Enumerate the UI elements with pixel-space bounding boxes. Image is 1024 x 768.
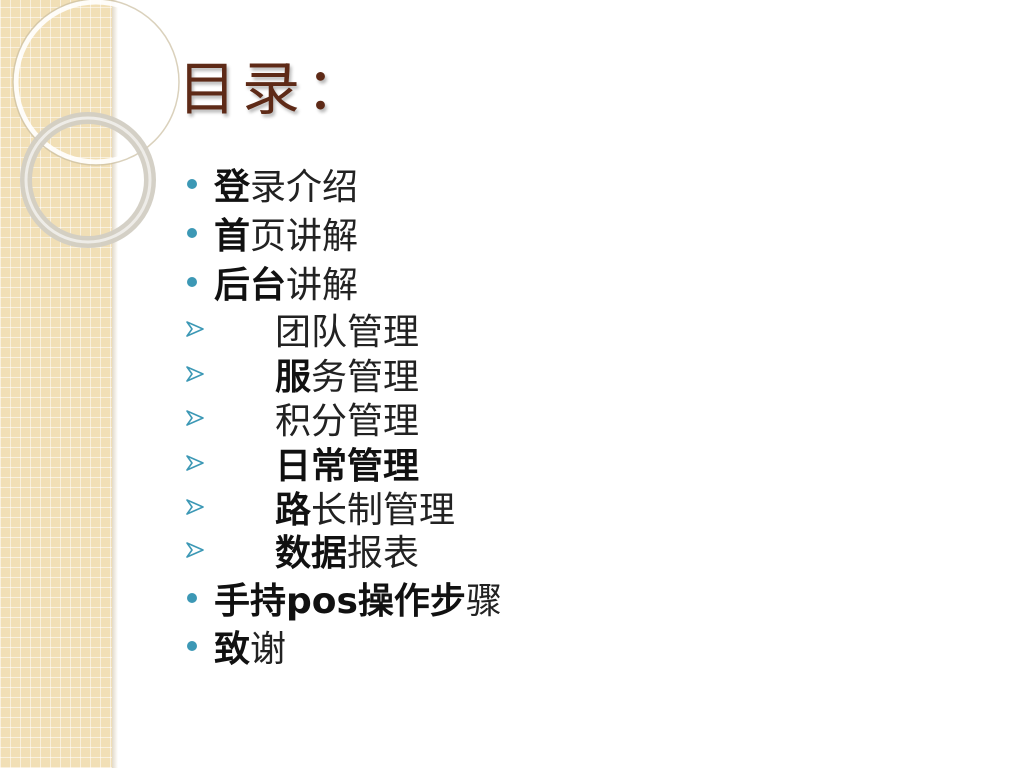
toc-subitem: 数据报表 <box>185 527 420 574</box>
decorative-rings-icon <box>12 0 180 248</box>
arrow-bullet-icon <box>186 542 204 558</box>
toc-subitem-text: 务管理 <box>311 357 420 398</box>
toc-subitem-bold-text: 路 <box>275 490 312 531</box>
toc-item: 手持pos操作步骤 <box>185 575 502 622</box>
round-bullet-icon <box>187 593 197 603</box>
toc-subitem-text: 积分管理 <box>275 401 420 442</box>
toc-subitem-bold-text: 服 <box>275 357 312 398</box>
toc-item-bold-text: 后台 <box>214 265 287 306</box>
toc-item-text: 讲解 <box>286 265 359 306</box>
toc-item: 致谢 <box>185 623 287 670</box>
round-bullet-icon <box>187 277 197 287</box>
toc-subitem-text: 长制管理 <box>311 490 456 531</box>
toc-item: 首页讲解 <box>185 210 359 257</box>
arrow-bullet-icon <box>186 455 204 471</box>
toc-item-text: 骤 <box>465 581 502 622</box>
toc-item: 后台讲解 <box>185 259 359 306</box>
toc-subitem-text: 团队管理 <box>275 312 420 353</box>
toc-subitem: 团队管理 <box>185 306 420 353</box>
toc-subitem-bold-text: 数据 <box>275 533 348 574</box>
toc-item-text: 谢 <box>250 629 287 670</box>
toc-item: 登录介绍 <box>185 161 359 208</box>
toc-item-bold-text: 首 <box>214 216 251 257</box>
toc-item-text: 录介绍 <box>250 167 359 208</box>
slide-title: 目录： <box>178 55 371 123</box>
toc-subitem-text: 报表 <box>347 533 420 574</box>
round-bullet-icon <box>187 179 197 189</box>
arrow-bullet-icon <box>186 499 204 515</box>
toc-subitem: 积分管理 <box>185 395 420 442</box>
round-bullet-icon <box>187 228 197 238</box>
arrow-bullet-icon <box>186 410 204 426</box>
side-strip-shadow <box>112 0 118 768</box>
toc-item-bold-text: 手持pos操作步 <box>214 581 466 622</box>
toc-subitem: 路长制管理 <box>185 484 456 531</box>
toc-subitem: 日常管理 <box>185 440 420 487</box>
round-bullet-icon <box>187 641 197 651</box>
toc-item-bold-text: 致 <box>214 629 251 670</box>
arrow-bullet-icon <box>186 321 204 337</box>
toc-item-bold-text: 登 <box>214 167 251 208</box>
arrow-bullet-icon <box>186 366 204 382</box>
toc-item-text: 页讲解 <box>250 216 359 257</box>
toc-subitem: 服务管理 <box>185 351 420 398</box>
toc-subitem-bold-text: 日常管理 <box>275 446 420 487</box>
